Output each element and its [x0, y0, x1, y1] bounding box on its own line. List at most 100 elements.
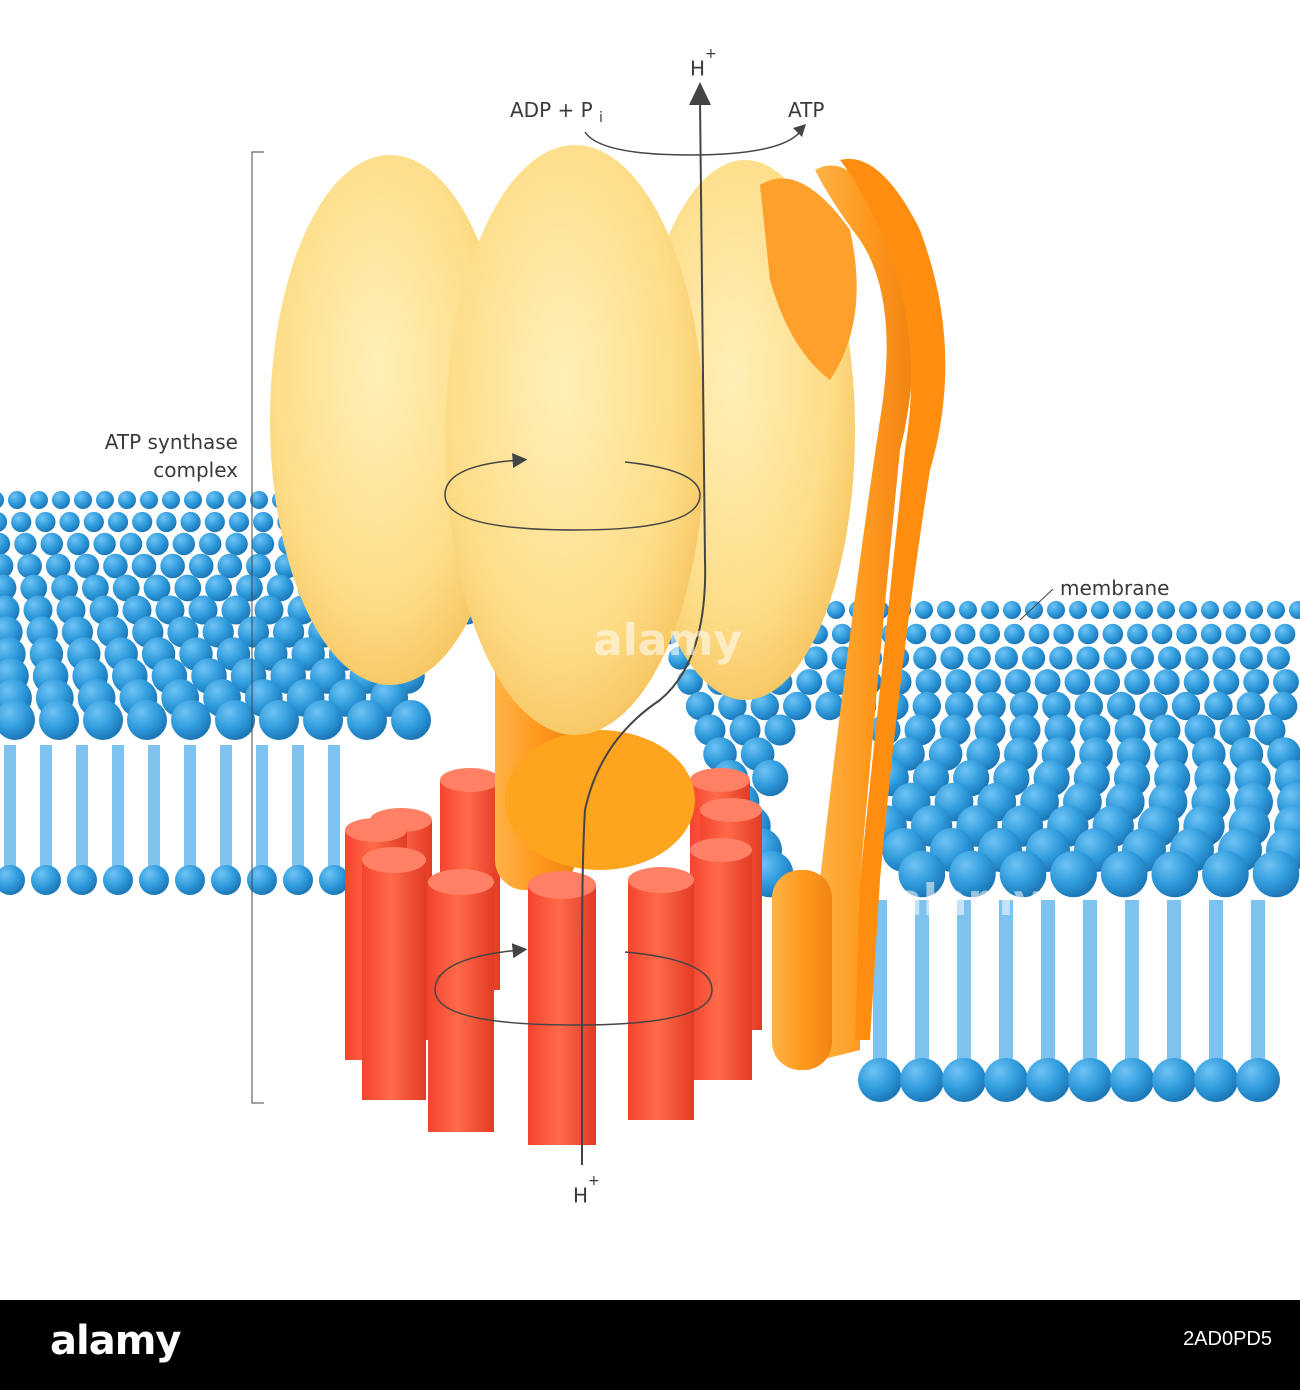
c-subunit-front-2 — [690, 838, 752, 1080]
lipid-head — [127, 700, 167, 740]
lipid-tail — [148, 745, 160, 875]
lipid-head — [959, 601, 977, 619]
lipid-head — [171, 700, 211, 740]
h-plus-bottom-label: H+ — [573, 1173, 600, 1208]
lipid-head — [984, 1058, 1028, 1102]
lipid-head — [1151, 850, 1199, 898]
lipid-head — [215, 700, 255, 740]
lipid-head — [40, 532, 63, 556]
lipid-head — [915, 669, 942, 695]
lipid-head — [160, 553, 185, 579]
lipid-head — [1252, 850, 1300, 898]
lipid-tail — [1041, 900, 1055, 1070]
lipid-head — [1254, 714, 1286, 746]
lipid-head — [119, 532, 143, 556]
lipid-head — [228, 511, 250, 533]
lipid-head — [1153, 669, 1180, 695]
lipid-head — [752, 759, 789, 797]
lipid-head — [118, 491, 136, 509]
complex-label: ATP synthase complex — [104, 430, 238, 482]
lipid-head — [1267, 601, 1285, 619]
lipid-head — [1171, 691, 1201, 721]
lipid-head — [1158, 646, 1182, 670]
lipid-head — [1200, 623, 1222, 645]
lipid-head — [1223, 601, 1241, 619]
lipid-head — [1074, 691, 1104, 721]
lipid-head — [750, 691, 779, 721]
watermark-center: alamy — [593, 615, 742, 666]
lipid-head — [1274, 623, 1296, 645]
lipid-head — [1236, 1058, 1280, 1102]
lipid-head — [1079, 714, 1111, 746]
lipid-head — [677, 669, 703, 695]
lipid-head — [685, 691, 715, 721]
lipid-head — [221, 595, 251, 625]
lipid-head — [103, 553, 128, 579]
lipid-head — [172, 532, 195, 556]
h-plus-top-label: H+ — [690, 46, 717, 81]
lipid-tail — [328, 745, 340, 875]
lipid-head — [1042, 691, 1071, 721]
lipid-head — [82, 574, 109, 602]
lipid-head — [107, 511, 129, 533]
lipid-head — [52, 491, 70, 509]
lipid-head — [1239, 646, 1263, 670]
lipid-head — [999, 850, 1047, 898]
lipid-head — [103, 865, 133, 895]
lipid-head — [155, 595, 185, 625]
lipid-head — [8, 491, 26, 509]
lipid-tail — [4, 745, 16, 875]
image-id: 2AD0PD5 — [1183, 1328, 1272, 1350]
lipid-head — [1004, 623, 1025, 645]
lipid-head — [945, 669, 972, 695]
lipid-head — [188, 595, 218, 625]
lipid-head — [156, 511, 177, 533]
lipid-tail — [873, 900, 887, 1070]
peripheral-stalk — [760, 158, 946, 1070]
head-subunit-front — [445, 145, 705, 735]
lipid-head — [1124, 669, 1150, 695]
lipid-head — [0, 512, 8, 532]
proton-path-arrow — [581, 99, 707, 1165]
lipid-head — [1094, 669, 1121, 695]
lipid-tail — [184, 745, 196, 875]
lipid-head — [1213, 669, 1240, 695]
lipid-head — [0, 532, 11, 556]
lipid-head — [949, 850, 996, 898]
lipid-head — [0, 492, 4, 508]
lipid-head — [1110, 1058, 1154, 1102]
lipid-head — [0, 700, 35, 740]
lipid-head — [1034, 669, 1061, 695]
lipid-head — [17, 553, 42, 579]
lipid-head — [11, 511, 32, 533]
lipid-head — [59, 511, 80, 533]
lipid-head — [1225, 623, 1247, 645]
lipid-head — [977, 691, 1006, 721]
lipid-head — [211, 865, 241, 895]
lipid-head — [132, 511, 153, 533]
lipid-head — [945, 691, 974, 721]
lipid-head — [35, 511, 56, 533]
lipid-head — [954, 623, 976, 645]
lipid-head — [1130, 646, 1154, 670]
lipid-head — [942, 1058, 986, 1102]
lipid-head — [67, 865, 97, 895]
diagram-canvas — [0, 82, 1300, 1165]
lipid-head — [0, 865, 25, 895]
proton-arrowhead-icon — [689, 82, 711, 105]
lipid-tail — [1209, 900, 1223, 1070]
lipid-tail — [915, 900, 929, 1070]
lipid-head — [236, 574, 263, 602]
lipid-head — [1266, 646, 1290, 670]
lipid-head — [347, 700, 387, 740]
lipid-head — [39, 700, 79, 740]
lipid-tail — [1251, 900, 1265, 1070]
lipid-head — [915, 601, 933, 619]
lipid-head — [131, 553, 157, 579]
lipid-head — [266, 574, 294, 602]
lipid-head — [967, 646, 991, 670]
lipid-head — [199, 532, 222, 556]
lipid-head — [1243, 669, 1270, 695]
lipid-head — [912, 691, 941, 721]
lipid-head — [930, 623, 951, 645]
